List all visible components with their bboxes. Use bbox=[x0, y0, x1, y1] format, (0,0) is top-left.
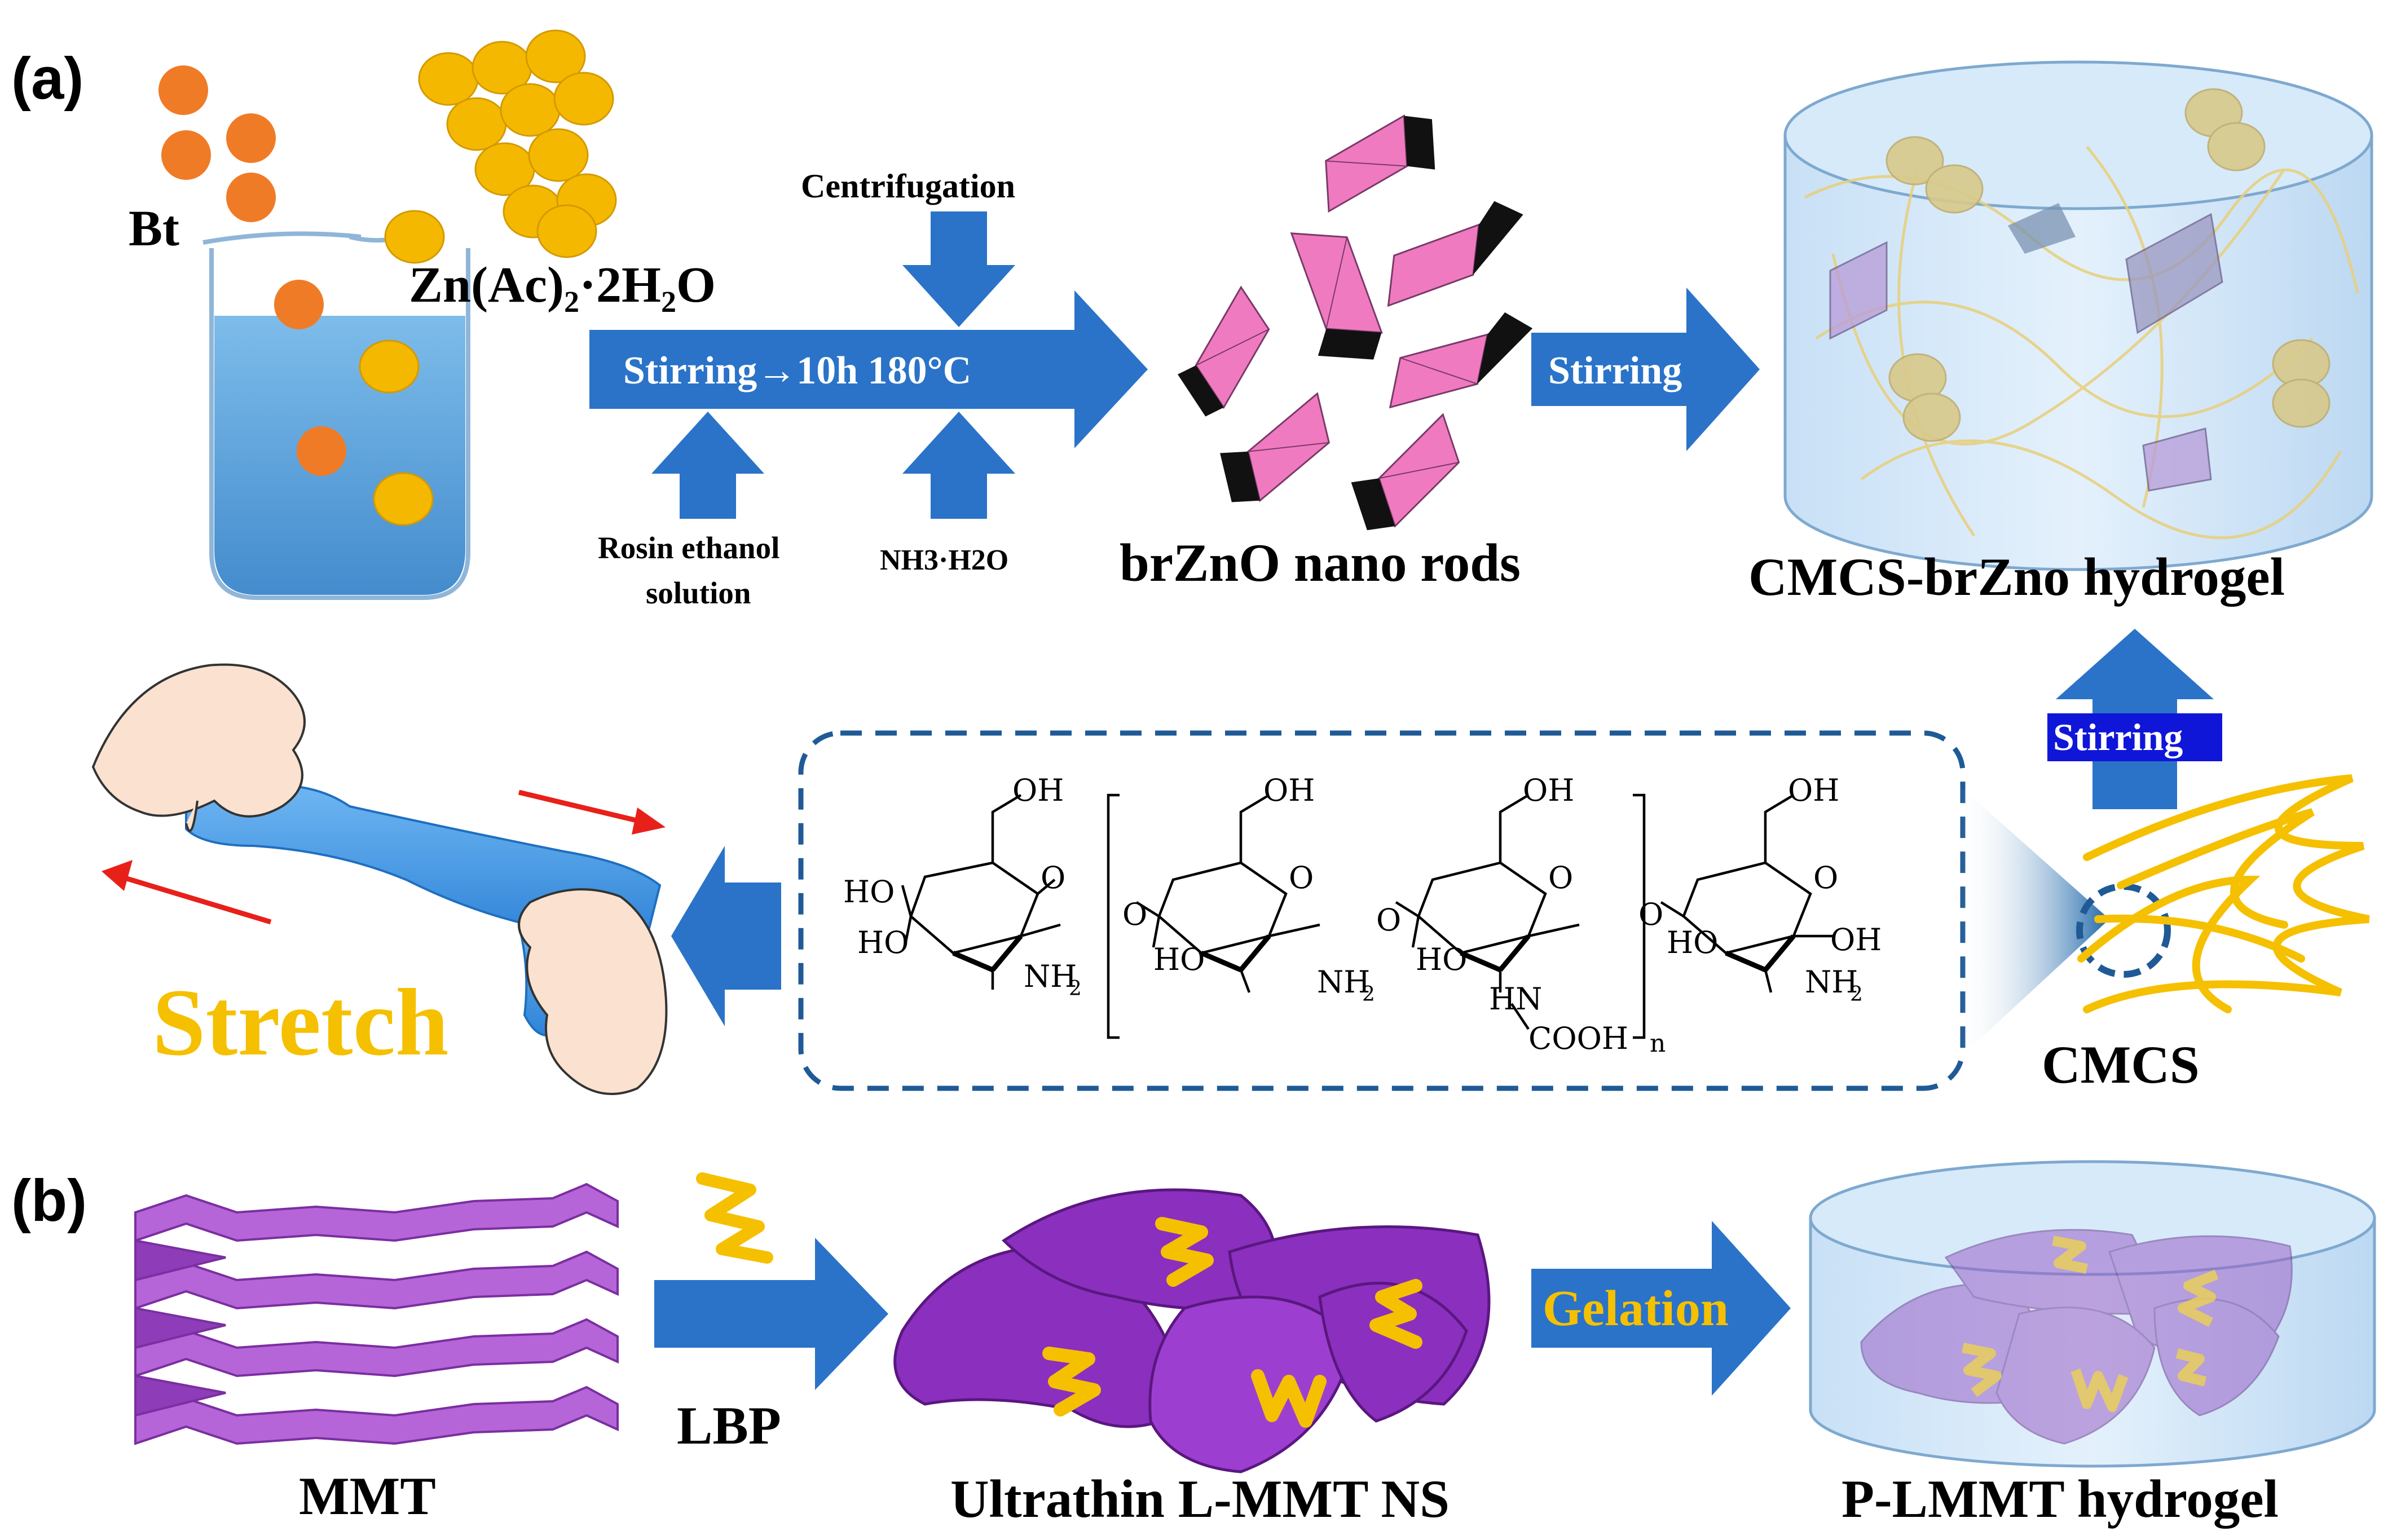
svg-text:HN: HN bbox=[1489, 981, 1542, 1017]
svg-text:OH: OH bbox=[1523, 773, 1574, 808]
panel-b-label: (b) bbox=[11, 1168, 87, 1234]
stirring-right-label: Stirring bbox=[1548, 349, 1682, 392]
stretch-label: Stretch bbox=[152, 969, 449, 1075]
svg-text:NH: NH bbox=[1317, 964, 1370, 1000]
bt-particles bbox=[158, 65, 346, 476]
centrifugation-arrow bbox=[902, 211, 1015, 327]
svg-text:OH: OH bbox=[1788, 773, 1839, 808]
mmt-layers bbox=[134, 1182, 619, 1445]
stretch-arrows bbox=[102, 789, 666, 925]
svg-text:O: O bbox=[1122, 897, 1147, 932]
cmcs-fibers bbox=[2077, 774, 2370, 1013]
cmcs-label: CMCS bbox=[2042, 1035, 2200, 1095]
magnifier-cone bbox=[1957, 784, 2109, 1060]
svg-text:NH: NH bbox=[1805, 964, 1858, 1000]
svg-text:HO: HO bbox=[843, 874, 895, 910]
svg-text:2: 2 bbox=[1362, 983, 1375, 1006]
svg-text:OH: OH bbox=[1263, 773, 1315, 808]
nanorods bbox=[1178, 114, 1533, 531]
ammonia-label: NH3·H2O bbox=[880, 544, 1008, 576]
svg-text:NH: NH bbox=[1024, 959, 1077, 994]
ammonia-arrow bbox=[902, 412, 1015, 519]
zinc-particles bbox=[359, 29, 617, 526]
hydrogel-label: CMCS-brZno hydrogel bbox=[1748, 547, 2285, 607]
svg-text:O: O bbox=[1041, 860, 1065, 895]
svg-text:2: 2 bbox=[1069, 977, 1082, 1000]
left-hand bbox=[91, 663, 306, 832]
lbp-arrow bbox=[654, 1238, 888, 1390]
zinc-label: Zn(Ac)₂·2H₂O bbox=[409, 257, 716, 313]
lbp-squiggle bbox=[696, 1172, 773, 1264]
right-hand bbox=[518, 888, 668, 1095]
svg-text:2: 2 bbox=[1850, 983, 1863, 1006]
stirring-right-arrow bbox=[1531, 288, 1760, 451]
lmmt-nanosheets bbox=[893, 1188, 1491, 1473]
hydrogel-cylinder bbox=[1783, 60, 2373, 571]
lbp-label: LBP bbox=[677, 1396, 781, 1455]
rosin-arrow bbox=[651, 412, 764, 519]
lbp-on-sheets bbox=[1042, 1217, 1422, 1428]
stirring-up-label: Stirring bbox=[2053, 716, 2183, 758]
cmcs-structure bbox=[901, 793, 1833, 1039]
bt-label: Bt bbox=[129, 201, 179, 257]
svg-text:O: O bbox=[1813, 860, 1838, 895]
svg-text:n: n bbox=[1650, 1029, 1666, 1058]
mmt-label: MMT bbox=[299, 1466, 436, 1526]
svg-text:HO: HO bbox=[857, 925, 909, 960]
cmcs-structure-labels: OH HO O HO NH 2 O OH O HO NH 2 O OH O HO… bbox=[843, 773, 1882, 1058]
svg-text:COOH: COOH bbox=[1528, 1021, 1628, 1056]
svg-text:O: O bbox=[1638, 897, 1663, 932]
gelation-label: Gelation bbox=[1543, 1281, 1729, 1336]
svg-text:HO: HO bbox=[1416, 942, 1467, 977]
gelation-arrow bbox=[1531, 1221, 1791, 1396]
nanorods-label: brZnO nano rods bbox=[1120, 533, 1521, 593]
svg-text:O: O bbox=[1376, 902, 1401, 938]
svg-text:OH: OH bbox=[1830, 922, 1882, 957]
svg-text:OH: OH bbox=[1012, 773, 1064, 808]
svg-text:O: O bbox=[1548, 860, 1573, 895]
plmmt-dish bbox=[1809, 1160, 2376, 1468]
svg-text:HO: HO bbox=[1667, 925, 1718, 960]
rosin-label-line1: Rosin ethanol bbox=[598, 531, 779, 565]
structure-box bbox=[798, 730, 1966, 1091]
panel-a-label: (a) bbox=[11, 46, 83, 112]
ns-label: Ultrathin L-MMT NS bbox=[950, 1469, 1450, 1529]
to-stretch-arrow bbox=[671, 846, 781, 1026]
svg-text:HO: HO bbox=[1153, 942, 1205, 977]
rosin-label-line2: solution bbox=[646, 576, 751, 610]
stirring-up-arrow bbox=[2047, 629, 2222, 809]
centrifugation-label: Centrifugation bbox=[801, 167, 1015, 205]
main-process-arrow bbox=[589, 290, 1148, 448]
svg-text:O: O bbox=[1289, 860, 1314, 895]
plmmt-label: P-LMMT hydrogel bbox=[1841, 1469, 2279, 1529]
magnifier-circle bbox=[2076, 883, 2171, 978]
stirring-main-label: Stirring→10h 180°C bbox=[623, 349, 971, 392]
